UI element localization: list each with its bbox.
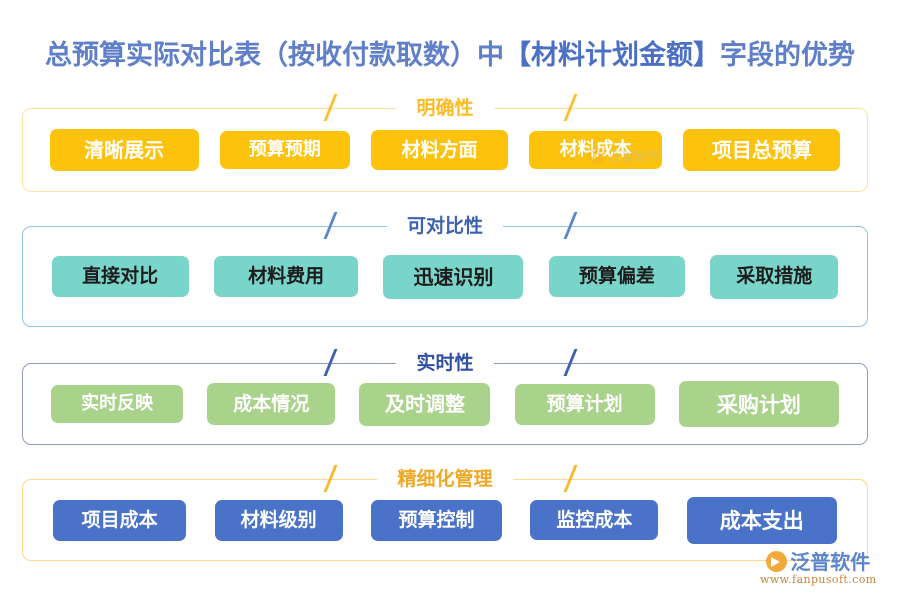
chip-label: 成本情况 <box>233 392 310 415</box>
chip-label: 项目成本 <box>81 508 158 531</box>
chip-item[interactable]: 预算偏差 <box>548 256 685 297</box>
chip-label: 成本支出 <box>719 507 804 533</box>
chip-item[interactable]: 成本情况 <box>207 383 336 425</box>
brand-name: 泛普软件 <box>790 549 871 574</box>
chip-item[interactable]: 直接对比 <box>51 256 189 297</box>
chip-label: 实时反映 <box>81 393 154 414</box>
section-real-time: 实时性 实时反映 成本情况 及时调整 预算计划 采购计划 <box>22 349 868 445</box>
section-clarity: 明确性 清晰展示 预算预期 材料方面 材料成本 项目总预算 <box>22 94 868 192</box>
brand-url: www.fanpusoft.com <box>760 573 877 586</box>
chip-item[interactable]: 材料费用 <box>214 256 359 297</box>
fanpu-logo-icon <box>766 551 788 572</box>
chip-label: 预算预期 <box>248 139 321 160</box>
chip-label: 预算计划 <box>546 392 623 415</box>
page-title-prefix: 总预算实际对比表（按收付款取数）中 <box>45 40 504 71</box>
chip-label: 直接对比 <box>82 265 159 287</box>
chip-label: 迅速识别 <box>413 264 494 289</box>
chip-label: 及时调整 <box>384 392 465 416</box>
section-title-text: 精细化管理 <box>377 466 513 492</box>
chip-label: 监控成本 <box>556 508 633 531</box>
chip-item[interactable]: 清晰展示 <box>49 129 199 171</box>
brand-logo: 泛普软件 www.fanpusoft.com <box>760 551 877 586</box>
section-comparability: 可对比性 直接对比 材料费用 迅速识别 预算偏差 采取措施 <box>22 212 868 327</box>
section-title-comparability: 可对比性 <box>23 213 867 239</box>
page-title-suffix: 字段的优势 <box>720 40 855 71</box>
chip-label: 材料费用 <box>248 265 325 287</box>
chip-label: 采购计划 <box>716 391 801 417</box>
chip-item[interactable]: 材料级别 <box>214 499 343 541</box>
chip-item[interactable]: 项目成本 <box>53 499 187 541</box>
page-title: 总预算实际对比表（按收付款取数）中【材料计划金额】字段的优势 <box>0 33 900 72</box>
chip-item[interactable]: 材料成本 <box>529 131 663 169</box>
chip-item[interactable]: 采取措施 <box>710 254 839 299</box>
chip-item[interactable]: 监控成本 <box>530 500 659 540</box>
chip-label: 材料方面 <box>401 138 478 161</box>
chip-label: 采取措施 <box>736 265 813 287</box>
chip-label: 项目总预算 <box>711 138 812 162</box>
section-title-real-time: 实时性 <box>23 350 867 376</box>
chip-item[interactable]: 迅速识别 <box>383 254 524 299</box>
chip-item[interactable]: 项目总预算 <box>683 129 841 171</box>
section-title-clarity: 明确性 <box>23 95 867 121</box>
chip-item[interactable]: 实时反映 <box>51 385 184 423</box>
chip-label: 预算控制 <box>398 508 475 531</box>
chip-list-real-time: 实时反映 成本情况 及时调整 预算计划 采购计划 <box>23 364 867 444</box>
chip-item[interactable]: 预算计划 <box>514 383 655 425</box>
chip-item[interactable]: 预算预期 <box>219 131 350 169</box>
chip-list-comparability: 直接对比 材料费用 迅速识别 预算偏差 采取措施 <box>23 227 867 326</box>
chip-list-refined-management: 项目成本 材料级别 预算控制 监控成本 成本支出 <box>23 480 867 560</box>
chip-item[interactable]: 材料方面 <box>370 130 508 170</box>
section-title-text: 可对比性 <box>386 213 503 239</box>
chip-item[interactable]: 成本支出 <box>686 496 837 544</box>
chip-item[interactable]: 预算控制 <box>370 499 502 541</box>
brand-logo-row: 泛普软件 <box>766 551 870 572</box>
section-title-refined-management: 精细化管理 <box>23 466 867 492</box>
section-title-text: 实时性 <box>396 350 494 376</box>
chip-label: 材料成本 <box>559 139 632 160</box>
chip-label: 清晰展示 <box>84 138 165 162</box>
chip-item[interactable]: 采购计划 <box>678 381 839 427</box>
chip-label: 预算偏差 <box>578 265 655 287</box>
chip-label: 材料级别 <box>240 508 317 531</box>
chip-list-clarity: 清晰展示 预算预期 材料方面 材料成本 项目总预算 <box>23 109 867 191</box>
section-refined-management: 精细化管理 项目成本 材料级别 预算控制 监控成本 成本支出 <box>22 465 868 561</box>
chip-item[interactable]: 及时调整 <box>359 382 491 426</box>
section-title-text: 明确性 <box>396 95 494 121</box>
page-title-highlight: 【材料计划金额】 <box>504 40 720 71</box>
